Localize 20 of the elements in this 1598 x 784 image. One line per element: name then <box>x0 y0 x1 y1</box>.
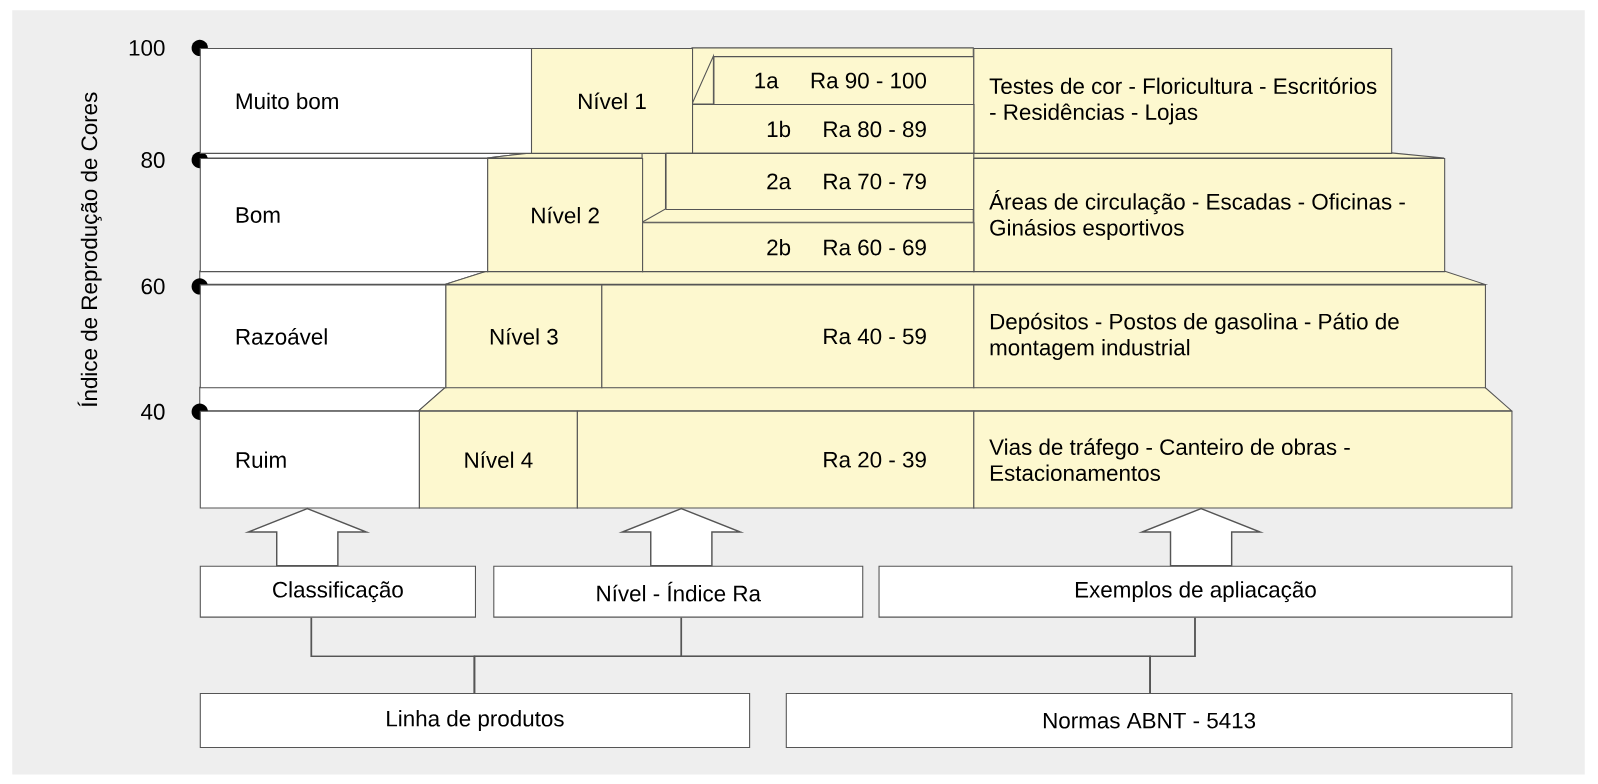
label-box: Linha de produtos <box>199 693 751 749</box>
level-box: Nível 4 <box>418 410 578 509</box>
block-arrow <box>244 508 371 567</box>
level-box: Nível 3 <box>445 284 603 389</box>
label-box: Normas ABNT - 5413 <box>785 693 1513 749</box>
class-box: Muito bom <box>199 48 533 155</box>
tick-label: 40 <box>141 403 165 420</box>
tick-label: 60 <box>141 278 165 295</box>
label-box: Classificação <box>199 565 476 618</box>
example-box: Vias de tráfego - Canteiro de obras - Estacionamentos <box>973 410 1513 509</box>
label-box: Nível - Índice Ra <box>493 565 864 618</box>
range-box: 1a Ra 90 - 100 <box>713 56 975 106</box>
block-arrow <box>1138 508 1264 567</box>
tick-label: 100 <box>129 40 165 56</box>
connector-line <box>1149 617 1196 694</box>
tick-label: 80 <box>141 152 165 169</box>
range-box: 2b Ra 60 - 69 <box>642 222 975 273</box>
block-arrow <box>618 508 745 567</box>
axis-title: Índice de Reprodução de Cores <box>77 92 102 407</box>
label-box: Exemplos de apliacação <box>878 565 1513 618</box>
